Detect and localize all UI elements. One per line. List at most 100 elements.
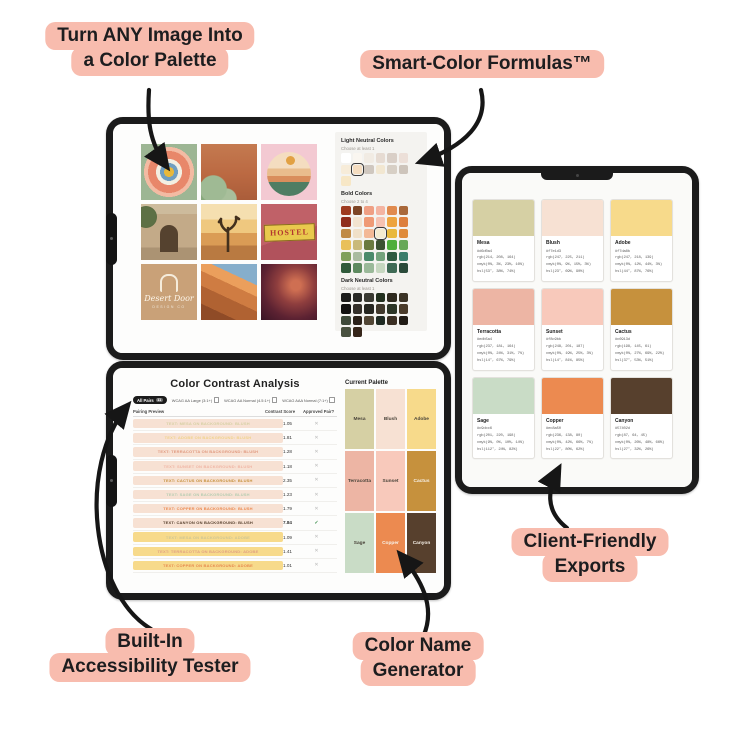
color-swatch[interactable]: [375, 304, 385, 314]
image-hostel-sign[interactable]: HOSTEL: [261, 204, 317, 260]
color-swatch[interactable]: [387, 205, 397, 216]
wcag-filter-option[interactable]: WCAG AA Normal (4.5:1+): [224, 397, 278, 403]
color-swatch[interactable]: [341, 153, 351, 163]
color-swatch[interactable]: [375, 251, 385, 262]
color-swatch[interactable]: [398, 164, 408, 175]
color-swatch[interactable]: [352, 217, 362, 227]
color-swatch[interactable]: [352, 315, 362, 326]
color-swatch[interactable]: [364, 304, 374, 314]
color-swatch[interactable]: [364, 153, 374, 163]
color-swatch[interactable]: [375, 217, 385, 227]
color-swatch[interactable]: [364, 217, 374, 227]
palette-swatch-copper[interactable]: Copper: [376, 513, 405, 573]
color-swatch[interactable]: [398, 263, 408, 273]
color-swatch[interactable]: [352, 251, 362, 262]
color-swatch[interactable]: [352, 228, 362, 239]
color-swatch[interactable]: [341, 205, 351, 216]
color-swatch[interactable]: [398, 251, 408, 262]
color-swatch[interactable]: [387, 263, 397, 273]
palette-swatch-cactus[interactable]: Cactus: [407, 451, 436, 511]
palette-swatch-blush[interactable]: Blush: [376, 389, 405, 449]
color-swatch[interactable]: [375, 164, 385, 175]
color-swatch[interactable]: [387, 164, 397, 175]
wcag-filter-checkbox[interactable]: [213, 397, 220, 403]
color-swatch[interactable]: [387, 153, 397, 163]
wcag-filter-option[interactable]: WCAG AA Large (3:1+): [172, 397, 220, 403]
wcag-filter-checkbox[interactable]: [329, 397, 335, 403]
palette-swatch-canyon[interactable]: Canyon: [407, 513, 436, 573]
color-swatch[interactable]: [341, 176, 351, 186]
color-swatch[interactable]: [352, 240, 362, 250]
color-swatch[interactable]: [352, 292, 362, 303]
color-swatch[interactable]: [341, 263, 351, 273]
color-swatch[interactable]: [352, 153, 362, 163]
color-swatch[interactable]: [373, 226, 387, 241]
color-swatch[interactable]: [341, 228, 351, 239]
color-swatch[interactable]: [387, 240, 397, 250]
palette-swatch-sage[interactable]: Sage: [345, 513, 374, 573]
color-swatch[interactable]: [398, 217, 408, 227]
color-swatch[interactable]: [375, 153, 385, 163]
color-swatch[interactable]: [387, 315, 397, 326]
color-swatch[interactable]: [341, 315, 351, 326]
wcag-filter-checkbox[interactable]: [271, 397, 278, 403]
color-swatch[interactable]: [364, 251, 374, 262]
wcag-filter-option[interactable]: WCAG AAA Normal (7:1+): [282, 397, 335, 403]
color-swatch[interactable]: [398, 240, 408, 250]
palette-swatch-adobe[interactable]: Adobe: [407, 389, 436, 449]
color-swatch[interactable]: [398, 205, 408, 216]
color-swatch[interactable]: [375, 292, 385, 303]
color-swatch[interactable]: [364, 263, 374, 273]
palette-swatch-sunset[interactable]: Sunset: [376, 451, 405, 511]
color-swatch[interactable]: [341, 251, 351, 262]
color-swatch[interactable]: [387, 251, 397, 262]
color-swatch[interactable]: [398, 315, 408, 326]
color-swatch[interactable]: [350, 162, 364, 177]
color-swatch[interactable]: [364, 240, 374, 250]
color-swatch[interactable]: [398, 153, 408, 163]
color-swatch[interactable]: [352, 205, 362, 216]
image-canyon-rock-sky[interactable]: [201, 264, 257, 320]
image-cactus-terracotta-wall[interactable]: [201, 144, 257, 200]
color-swatch[interactable]: [364, 164, 374, 175]
filter-pill-all-pairs[interactable]: All Pairs 11: [133, 396, 167, 404]
image-floral-tile-art[interactable]: [141, 144, 197, 200]
color-swatch[interactable]: [375, 205, 385, 216]
color-swatch[interactable]: [364, 205, 374, 216]
color-swatch[interactable]: [387, 217, 397, 227]
color-swatch[interactable]: [375, 263, 385, 273]
color-swatch[interactable]: [364, 315, 374, 326]
color-swatch[interactable]: [387, 228, 397, 239]
color-swatch[interactable]: [375, 240, 385, 250]
color-swatch[interactable]: [398, 228, 408, 239]
palette-swatch-terracotta[interactable]: Terracotta: [345, 451, 374, 511]
image-desert-door-logo[interactable]: Desert Door DESIGN CO: [141, 264, 197, 320]
color-swatch[interactable]: [387, 304, 397, 314]
color-swatch[interactable]: [364, 292, 374, 303]
image-antelope-canyon[interactable]: [261, 264, 317, 320]
color-swatch[interactable]: [341, 164, 351, 175]
color-swatch[interactable]: [387, 292, 397, 303]
color-swatch[interactable]: [341, 217, 351, 227]
color-swatch[interactable]: [398, 292, 408, 303]
color-swatch[interactable]: [352, 304, 362, 314]
image-joshua-tree-sunset[interactable]: [201, 204, 257, 260]
color-swatch[interactable]: [341, 304, 351, 314]
image-desert-circle-illustration[interactable]: [261, 144, 317, 200]
color-swatch[interactable]: [352, 263, 362, 273]
color-swatch[interactable]: [398, 304, 408, 314]
color-swatch[interactable]: [341, 292, 351, 303]
color-swatch[interactable]: [341, 327, 351, 337]
color-swatch[interactable]: [375, 315, 385, 326]
color-swatch[interactable]: [352, 327, 362, 337]
palette-swatch-mesa[interactable]: Mesa: [345, 389, 374, 449]
